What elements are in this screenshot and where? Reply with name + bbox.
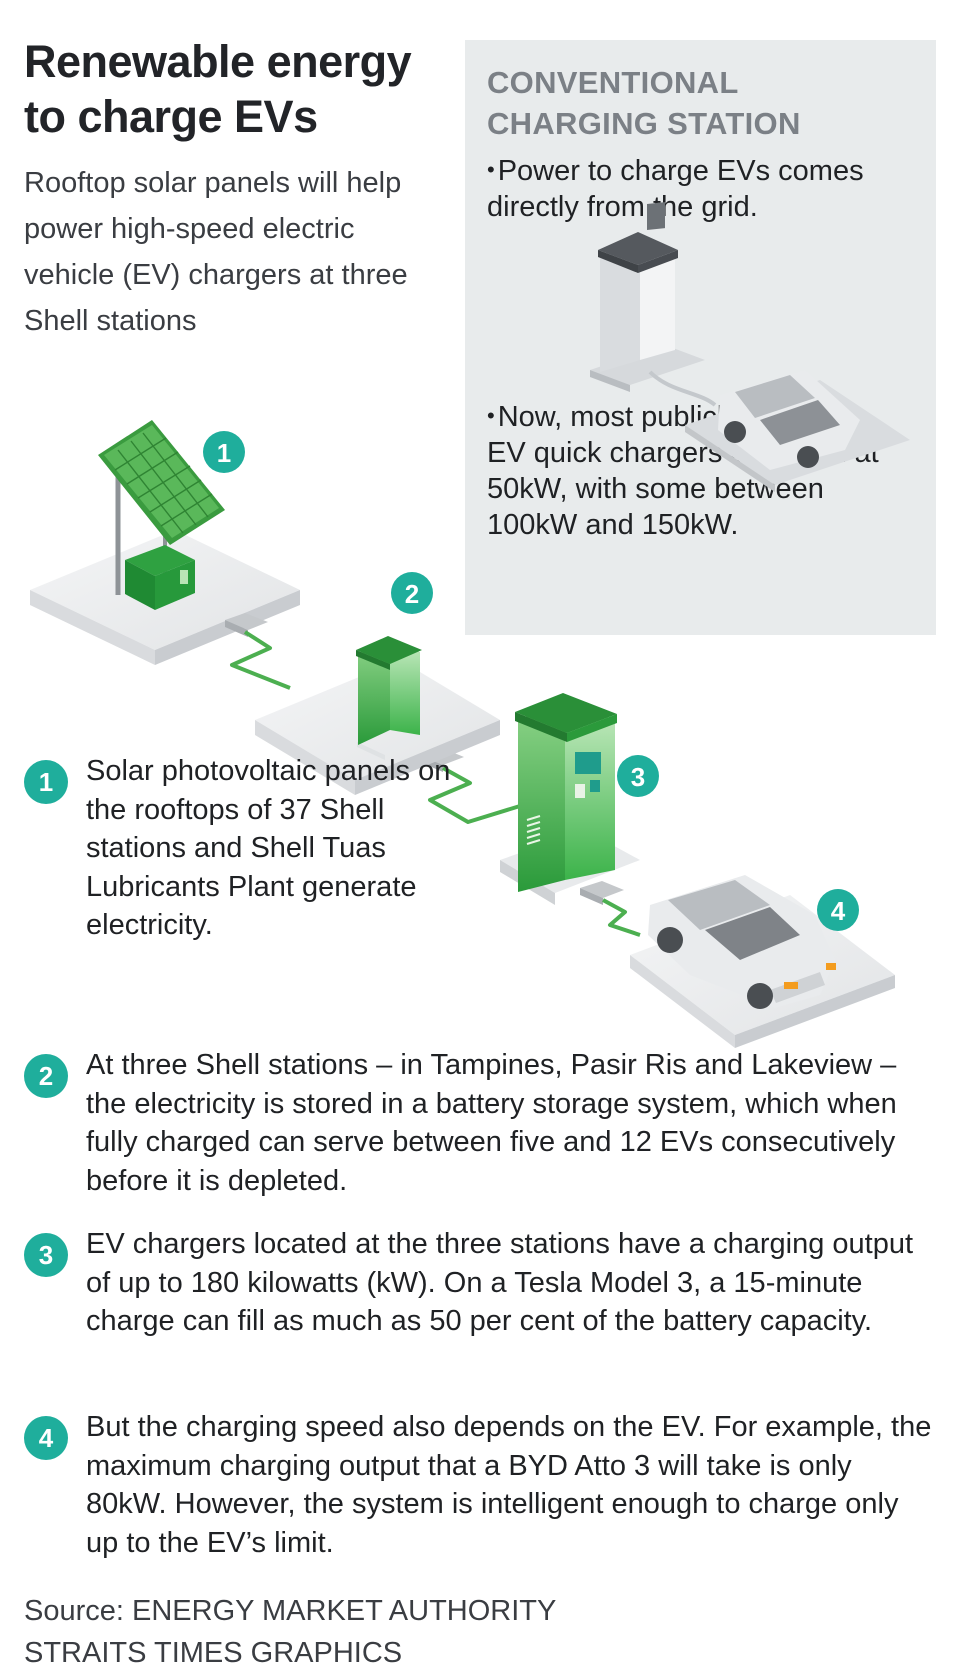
step-4-text: But the charging speed also depends on t… [86,1411,932,1559]
marker-3: 3 [617,755,659,797]
marker-2: 2 [391,572,433,614]
ev-charger-illustration [500,693,640,905]
marker-1-label: 1 [217,438,231,468]
conventional-point-grid: •Power to charge EVs comes directly from… [487,152,927,225]
step-4: 4 But the charging speed also depends on… [24,1408,934,1562]
step-2-badge: 2 [24,1054,68,1098]
credit-line: STRAITS TIMES GRAPHICS [24,1637,403,1669]
grid-car-illustration [685,370,910,492]
marker-4-label: 4 [831,896,846,926]
grid-charger-illustration [590,202,717,407]
ev-car-illustration [630,875,895,1048]
conventional-station-panel [465,40,936,635]
marker-2-label: 2 [405,579,419,609]
step-1-text: Solar photovoltaic panels on the rooftop… [86,755,451,941]
step-3: 3 EV chargers located at the three stati… [24,1225,934,1341]
step-3-badge: 3 [24,1233,68,1277]
charging-flow-illustration: 1 2 3 4 [30,202,910,1048]
step-1-badge: 1 [24,760,68,804]
marker-1: 1 [203,431,245,473]
solar-panel-illustration [30,420,300,665]
bullet-icon: • [487,403,495,428]
step-2-text: At three Shell stations – in Tampines, P… [86,1049,897,1197]
step-3-text: EV chargers located at the three station… [86,1228,914,1337]
source-line: Source: ENERGY MARKET AUTHORITY [24,1595,557,1627]
page-title: Renewable energy to charge EVs [24,36,412,142]
marker-4: 4 [817,889,859,931]
battery-storage-illustration [255,636,500,795]
marker-3-label: 3 [631,762,645,792]
bullet-icon: • [487,157,495,182]
conventional-point-grid-text: Power to charge EVs comes directly from … [487,155,864,223]
page-subtitle: Rooftop solar panels will help power hig… [24,167,408,337]
step-4-badge: 4 [24,1416,68,1460]
step-1: 1 Solar photovoltaic panels on the rooft… [24,752,454,945]
step-2: 2 At three Shell stations – in Tampines,… [24,1046,934,1200]
conventional-station-title: CONVENTIONAL CHARGING STATION [487,65,801,141]
